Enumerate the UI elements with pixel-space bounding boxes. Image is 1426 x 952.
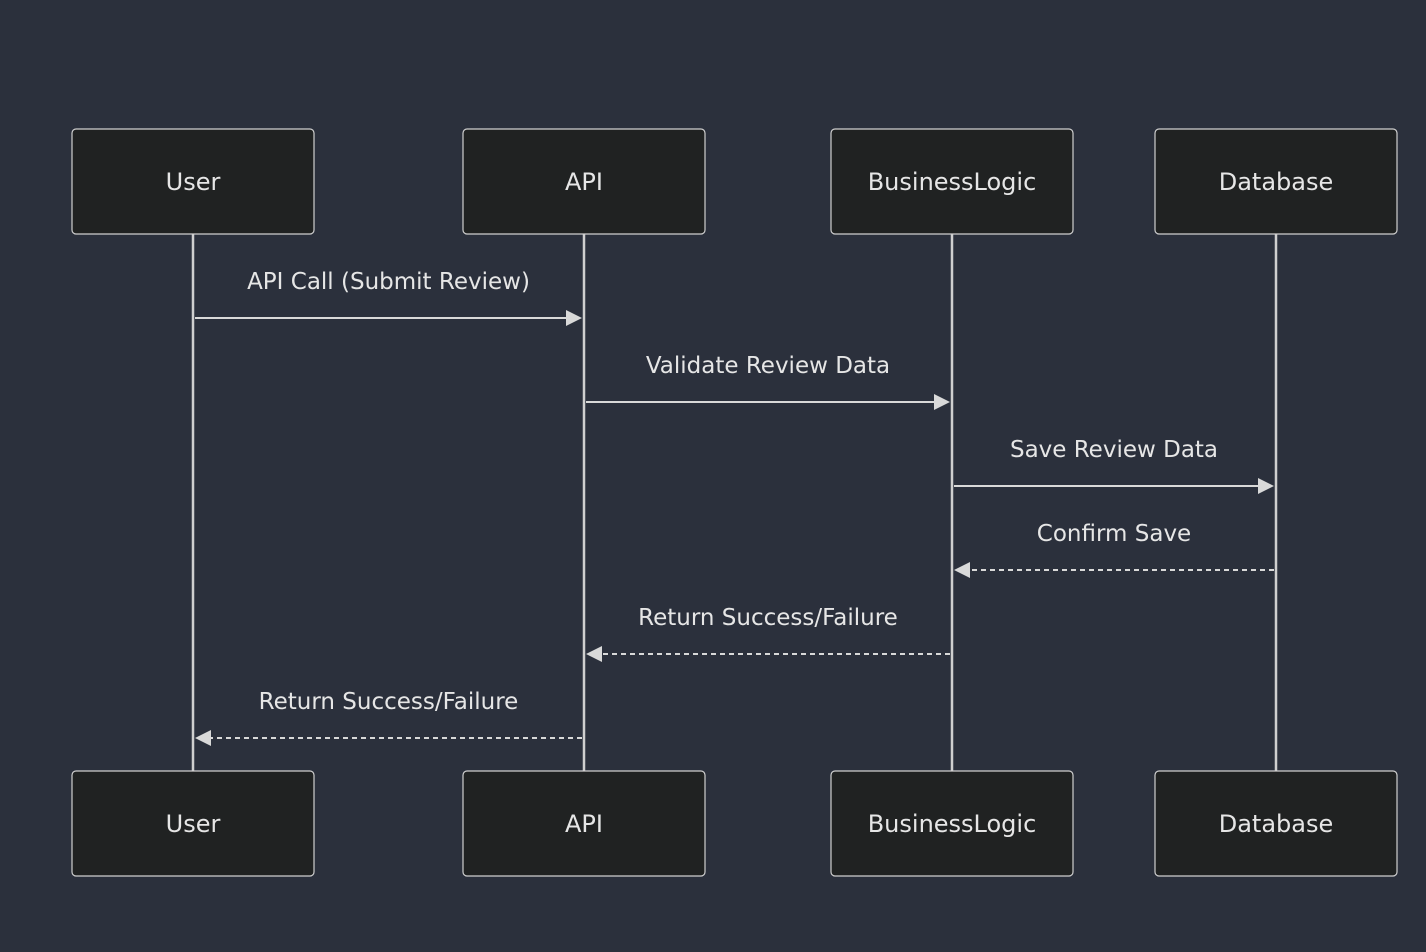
actor-api-bottom[interactable]: API [462,770,706,877]
message-label: Validate Review Data [646,353,890,379]
actor-label: BusinessLogic [868,168,1037,196]
arrowhead-icon [954,562,970,578]
actor-label: API [565,168,603,196]
actor-database-top[interactable]: Database [1154,128,1398,235]
actor-box [1154,770,1398,877]
actor-label: Database [1219,810,1334,838]
actor-box [71,128,315,235]
actor-box [830,128,1074,235]
message-label: Confirm Save [1037,521,1191,547]
arrowhead-icon [586,646,602,662]
actor-label: Database [1219,168,1334,196]
message-4[interactable]: Confirm Save [954,521,1274,578]
actor-label: BusinessLogic [868,810,1037,838]
actor-label: API [565,810,603,838]
actors-top: User API BusinessLogic Database [71,128,1398,235]
messages: API Call (Submit Review) Validate Review … [195,269,1274,746]
actor-user-bottom[interactable]: User [71,770,315,877]
message-3[interactable]: Save Review Data [954,437,1274,494]
arrowhead-icon [934,394,950,410]
message-label: Save Review Data [1010,437,1218,463]
message-6[interactable]: Return Success/Failure [195,689,582,746]
actor-user-top[interactable]: User [71,128,315,235]
actor-api-top[interactable]: API [462,128,706,235]
actor-label: User [166,168,221,196]
actor-box [462,770,706,877]
actor-label: User [166,810,221,838]
message-1[interactable]: API Call (Submit Review) [195,269,582,326]
message-5[interactable]: Return Success/Failure [586,605,950,662]
actor-businesslogic-top[interactable]: BusinessLogic [830,128,1074,235]
message-label: Return Success/Failure [638,605,898,631]
actor-box [462,128,706,235]
message-label: Return Success/Failure [259,689,519,715]
lifelines [191,234,1278,771]
message-label: API Call (Submit Review) [247,269,530,295]
arrowhead-icon [195,730,211,746]
message-2[interactable]: Validate Review Data [586,353,950,410]
actor-box [830,770,1074,877]
actor-businesslogic-bottom[interactable]: BusinessLogic [830,770,1074,877]
actor-box [71,770,315,877]
arrowhead-icon [1258,478,1274,494]
actor-box [1154,128,1398,235]
arrowhead-icon [566,310,582,326]
actor-database-bottom[interactable]: Database [1154,770,1398,877]
actors-bottom: User API BusinessLogic Database [71,770,1398,877]
